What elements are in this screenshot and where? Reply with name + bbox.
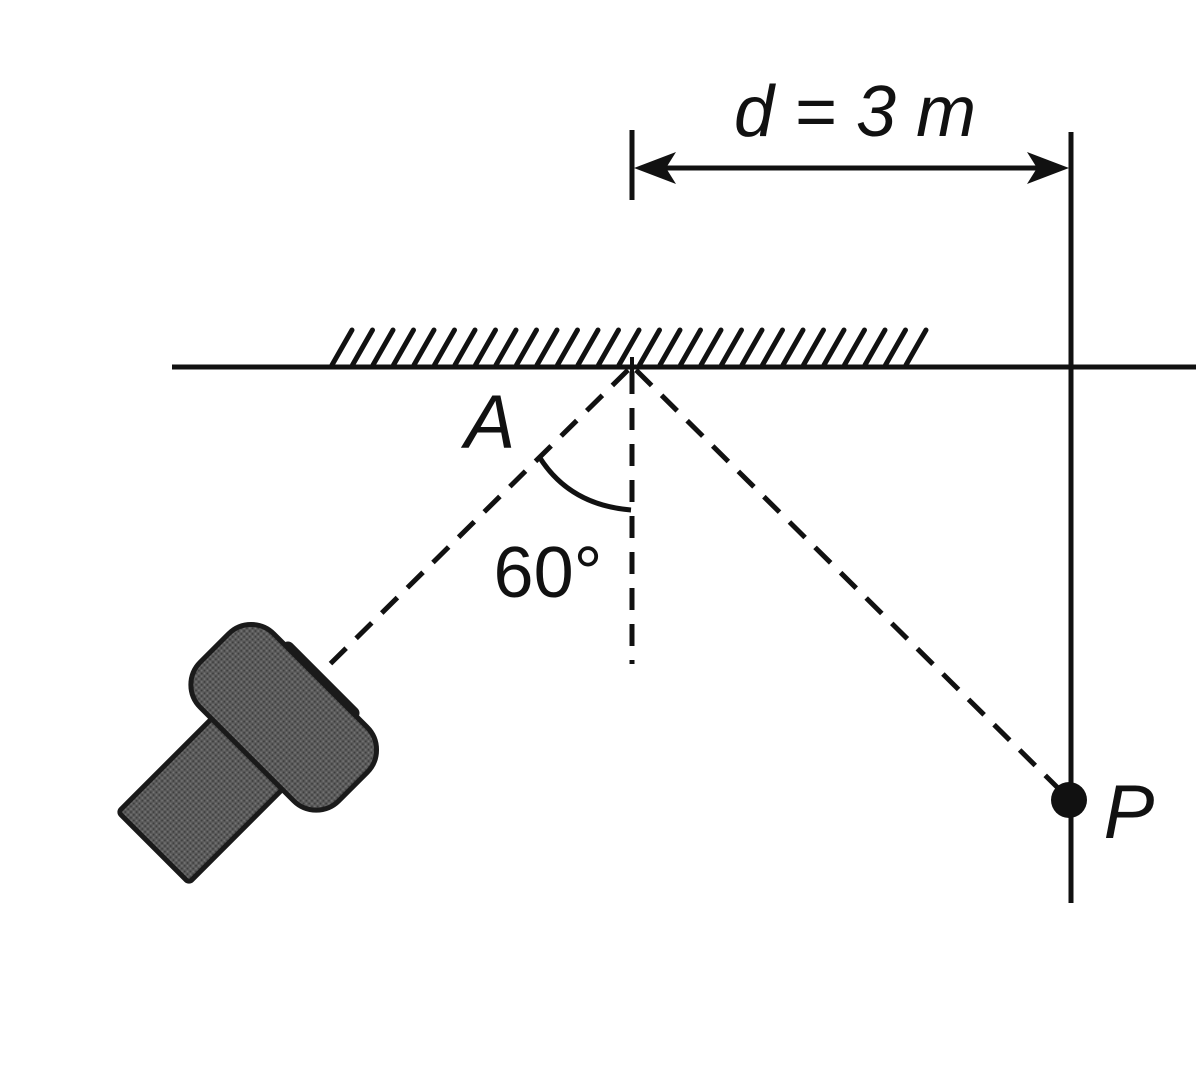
point-p-label: P	[1104, 770, 1155, 855]
point-p-dot	[1051, 782, 1087, 818]
hatch-mark	[698, 327, 724, 368]
hatch-mark	[842, 327, 867, 368]
hatch-mark	[370, 327, 396, 368]
hatch-mark	[493, 327, 519, 368]
hatch-mark	[616, 327, 642, 368]
distance-label: d = 3 m	[734, 72, 976, 152]
hatch-mark	[473, 327, 498, 368]
hatch-mark	[657, 327, 683, 368]
hatch-mark	[452, 327, 478, 368]
hatch-mark	[555, 327, 580, 368]
hatch-mark	[514, 327, 539, 368]
torch	[117, 621, 380, 884]
hatch-mark	[678, 327, 703, 368]
hatch-mark	[719, 327, 744, 368]
hatch-mark	[596, 327, 621, 368]
hatch-mark	[780, 327, 806, 368]
hatch-mark	[801, 327, 826, 368]
point-a-label: A	[461, 380, 516, 465]
hatch-mark	[883, 327, 908, 368]
hatch-mark	[739, 327, 765, 368]
mirror-hatching	[329, 327, 929, 368]
angle-label: 60°	[494, 533, 603, 613]
hatch-mark	[432, 327, 457, 368]
hatch-mark	[821, 327, 847, 368]
hatch-mark	[862, 327, 888, 368]
hatch-mark	[637, 327, 662, 368]
hatch-mark	[329, 327, 355, 368]
angle-arc	[537, 456, 632, 513]
hatch-mark	[903, 327, 929, 368]
hatch-mark	[575, 327, 601, 368]
torch-head	[188, 621, 380, 813]
hatch-mark	[411, 327, 437, 368]
reflected-ray-dashed	[634, 368, 1062, 792]
dimension-arrowhead-right	[1027, 152, 1069, 184]
hatch-mark	[534, 327, 560, 368]
hatch-mark	[391, 327, 416, 368]
hatch-mark	[760, 327, 785, 368]
dimension-arrowhead-left	[634, 152, 676, 184]
incidence-point-mark	[621, 357, 643, 378]
hatch-mark	[350, 327, 375, 368]
